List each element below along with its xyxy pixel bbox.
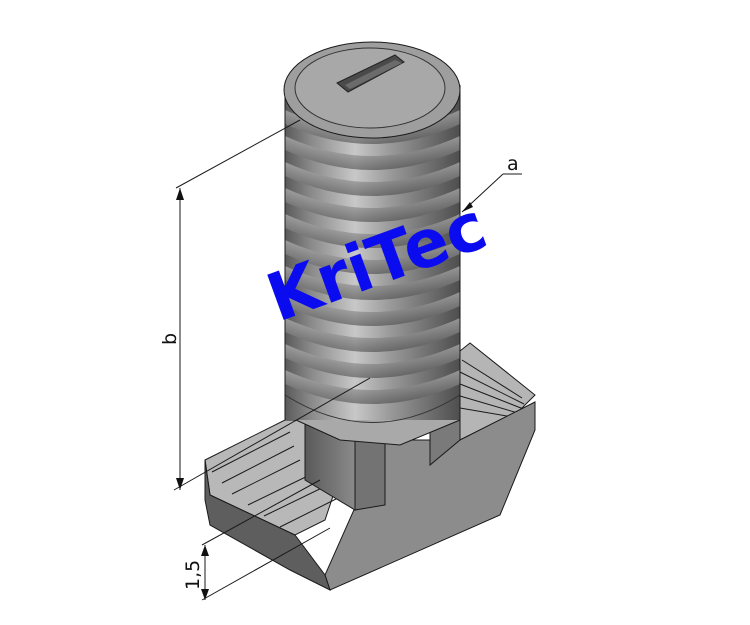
dimension-a: a xyxy=(461,153,522,213)
hammer-head xyxy=(204,342,536,591)
serration-left-ridges xyxy=(211,431,339,528)
shank-top-inner xyxy=(294,47,446,129)
shank-bottom-edge xyxy=(284,394,461,423)
dimension-serration-label: 1,5 xyxy=(182,560,204,590)
dimension-a-label: a xyxy=(507,153,519,175)
serration-right-ridges xyxy=(459,359,531,421)
dimension-serration: 1,5 xyxy=(182,479,331,601)
thread-ridges xyxy=(285,110,460,404)
neck-front xyxy=(354,439,386,511)
dimension-b-label: b xyxy=(159,333,181,345)
threaded-shank xyxy=(283,41,461,423)
head-left-side xyxy=(204,459,331,591)
dimension-b: b xyxy=(159,119,371,491)
